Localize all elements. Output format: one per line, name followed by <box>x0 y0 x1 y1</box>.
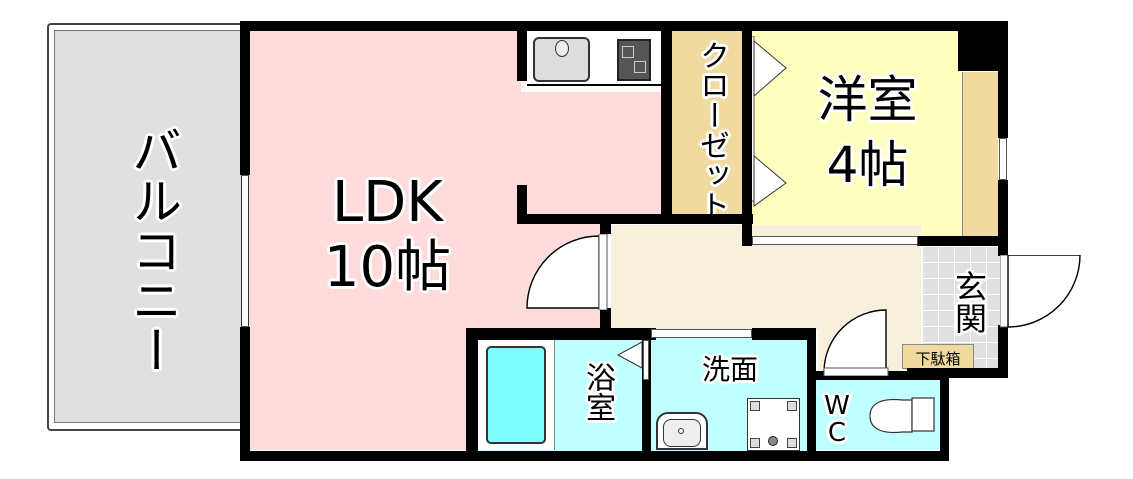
western-room <box>752 30 960 236</box>
bathroom-folding-door-icon <box>616 341 643 369</box>
western-room-sliding-door <box>752 236 918 245</box>
washing-machine-pan-icon <box>747 398 800 451</box>
balcony <box>54 30 244 423</box>
washroom-label: 洗面 <box>701 353 758 386</box>
toilet-door-icon <box>823 309 889 376</box>
ldk-label: LDK <box>331 170 444 235</box>
bathtub-basin <box>486 346 546 444</box>
toilet-icon <box>869 397 935 434</box>
wall-wash-right <box>807 328 816 458</box>
washroom-sliding-door <box>651 329 752 338</box>
wall-pillar <box>958 21 1008 71</box>
ldk-size: 10帖 <box>323 235 452 300</box>
wall-bath-left <box>466 328 478 458</box>
wall-wc-right <box>940 371 949 461</box>
wall-kitchen-bottom <box>517 214 753 224</box>
wash-basin-icon <box>656 412 708 450</box>
wall-ldk-left-lower <box>240 327 250 461</box>
wall-kitchen-left-bottom <box>517 185 527 221</box>
wall-ldk-left-upper <box>240 21 250 175</box>
closet-folding-door-icon <box>748 36 787 207</box>
wall-western-bottom <box>917 236 1008 246</box>
wall-right-lower <box>998 325 1008 378</box>
ldk-room-upper-right <box>521 92 666 222</box>
balcony-outline-bottom <box>47 228 247 431</box>
western-room-closet-strip <box>962 72 998 236</box>
bathroom-label: 浴室 <box>580 362 615 422</box>
wall-bottom-ldk <box>240 451 948 461</box>
bathroom-door-frame <box>643 340 649 380</box>
western-room-label: 洋室 <box>817 71 918 129</box>
western-room-size: 4帖 <box>826 136 909 194</box>
wall-kitchen-closet <box>661 21 672 221</box>
balcony-outline <box>47 23 247 231</box>
kitchen-sink-icon <box>533 37 590 82</box>
wall-bath-wash <box>642 328 651 458</box>
toilet-label: WC <box>824 391 850 449</box>
entrance-door-icon[interactable] <box>1000 255 1088 331</box>
entrance-label: 玄関 <box>950 270 988 334</box>
wall-right-upper <box>998 21 1008 138</box>
balcony-window <box>241 175 249 327</box>
wall-top <box>240 21 1008 31</box>
wall-right-mid <box>998 180 1008 256</box>
balcony-label: バルコニー <box>124 125 182 375</box>
wall-bath-top <box>466 328 656 340</box>
closet <box>672 30 742 216</box>
closet-label: クローゼット <box>694 40 729 220</box>
western-room-window <box>999 138 1007 180</box>
wall-hall-left-top <box>600 222 611 234</box>
wall-entrance-bottom <box>907 368 1008 378</box>
ldk-door-icon <box>526 234 608 310</box>
stove-icon <box>617 39 651 81</box>
wall-kitchen-left-top <box>517 21 527 81</box>
wall-closet-western <box>742 21 752 246</box>
wall-wash-top <box>752 328 816 340</box>
shoe-box-label: 下駄箱 <box>915 350 961 368</box>
wall-hall-left-bottom <box>600 308 611 338</box>
